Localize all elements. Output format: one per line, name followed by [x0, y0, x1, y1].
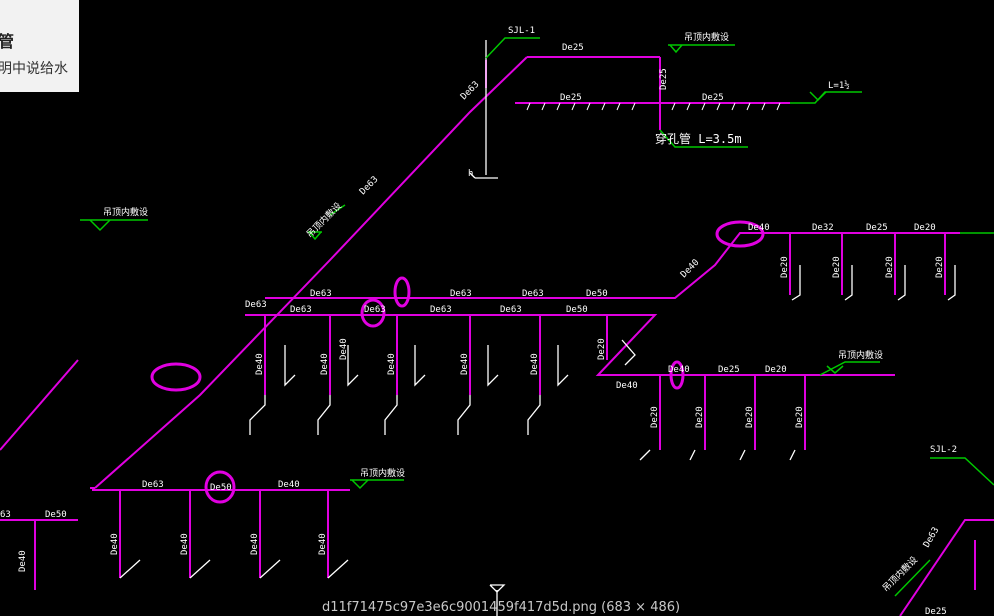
pipe-label: De63	[430, 305, 452, 315]
side-panel-text: 明中说给水	[0, 61, 68, 77]
pipe-label: De20	[695, 406, 705, 428]
pipe-label: De40	[748, 223, 770, 233]
pipe-label: De20	[832, 256, 842, 278]
pipe-label: De63	[358, 175, 380, 197]
pipe-label: De40	[616, 381, 638, 391]
top-leaders	[80, 37, 862, 241]
pipe-label: De63	[364, 305, 386, 315]
pipe-label: 63	[0, 510, 11, 520]
pipe-label: De63	[142, 480, 164, 490]
pipe-label: De40	[460, 353, 470, 375]
highlight-ellipse	[715, 220, 765, 248]
equipment-label-bottom-right: 吊顶内敷设	[880, 554, 920, 594]
pipe-label: De25	[659, 68, 669, 90]
pipe-label: De40	[530, 353, 540, 375]
pipe-label: De25	[702, 93, 724, 103]
pipe-label: De20	[745, 406, 755, 428]
pipe-label: De20	[650, 406, 660, 428]
main-diagonal-pipe	[90, 56, 528, 489]
pipe-label: De63	[310, 289, 332, 299]
pipe-label: De63	[500, 305, 522, 315]
pipe-label: De40	[679, 258, 701, 280]
edge-fragments	[0, 359, 994, 616]
highlight-marks	[150, 220, 765, 504]
pipe-label: De63	[922, 526, 942, 550]
pipe-label: De63	[522, 289, 544, 299]
labels: SJL-1 SJL-2 穿孔管 L=3.5m L=1½ 吊顶内敷设 吊顶内敷设 …	[0, 26, 957, 616]
pipe-label: De63	[245, 300, 267, 310]
pipe-label: De20	[935, 256, 945, 278]
pipe-label: De50	[45, 510, 67, 520]
pipe-label: De20	[597, 338, 607, 360]
riser-label-sjl2: SJL-2	[930, 445, 957, 455]
pipe-label: De50	[210, 483, 232, 493]
image-caption: d11f71475c97e3e6c9001459f417d5d.png (683…	[322, 600, 681, 615]
highlight-ellipse	[669, 360, 685, 390]
dim-note: L=1½	[828, 80, 850, 91]
pipe-label: De40	[318, 533, 328, 555]
pipe-label: De40	[668, 365, 690, 375]
middle-system	[245, 232, 994, 461]
pipe-label: De63	[459, 80, 481, 102]
pipe-label: De63	[450, 289, 472, 299]
pipe-label: De25	[562, 43, 584, 53]
pipe-label: De40	[18, 550, 28, 572]
highlight-ellipse	[204, 470, 236, 504]
pipe-label: De25	[866, 223, 888, 233]
pipe-label: De20	[795, 406, 805, 428]
slab-note: 穿孔管 L=3.5m	[655, 131, 742, 146]
highlight-ellipse	[393, 276, 411, 308]
pipe-label: De40	[255, 353, 265, 375]
side-panel: 管 明中说给水	[0, 0, 79, 92]
top-riser-mark: h	[468, 169, 473, 179]
side-panel-heading: 管	[0, 32, 15, 51]
pipe-label: De50	[586, 289, 608, 299]
top-system: h	[468, 40, 790, 179]
riser-label-sjl1: SJL-1	[508, 26, 535, 36]
equipment-label-top: 吊顶内敷设	[684, 31, 729, 43]
highlight-ellipse	[150, 362, 202, 392]
pipe-label: De40	[278, 480, 300, 490]
pipe-label: De32	[812, 223, 834, 233]
pipe-label: De50	[566, 305, 588, 315]
equipment-label-center: 吊顶内敷设	[838, 349, 883, 361]
pipe-label: De40	[110, 533, 120, 555]
equipment-label-left: 吊顶内敷设	[103, 206, 148, 218]
bottom-system	[92, 479, 404, 579]
pipe-label: De20	[765, 365, 787, 375]
pipe-label: De20	[780, 256, 790, 278]
pipe-label: De20	[885, 256, 895, 278]
pipe-label: De25	[718, 365, 740, 375]
pipe-label: De25	[560, 93, 582, 103]
pipe-label: De63	[290, 305, 312, 315]
pipe-label: De40	[387, 353, 397, 375]
pipe-label: De40	[320, 353, 330, 375]
pipe-label: De25	[925, 607, 947, 616]
pipe-label: De20	[914, 223, 936, 233]
pipe-label: De40	[180, 533, 190, 555]
pipe-label: De40	[339, 338, 349, 360]
equipment-label-diag: 吊顶内敷设	[304, 200, 344, 240]
pipe-label: De40	[250, 533, 260, 555]
highlight-ellipse	[360, 298, 386, 328]
equipment-label-bottom: 吊顶内敷设	[360, 467, 405, 479]
